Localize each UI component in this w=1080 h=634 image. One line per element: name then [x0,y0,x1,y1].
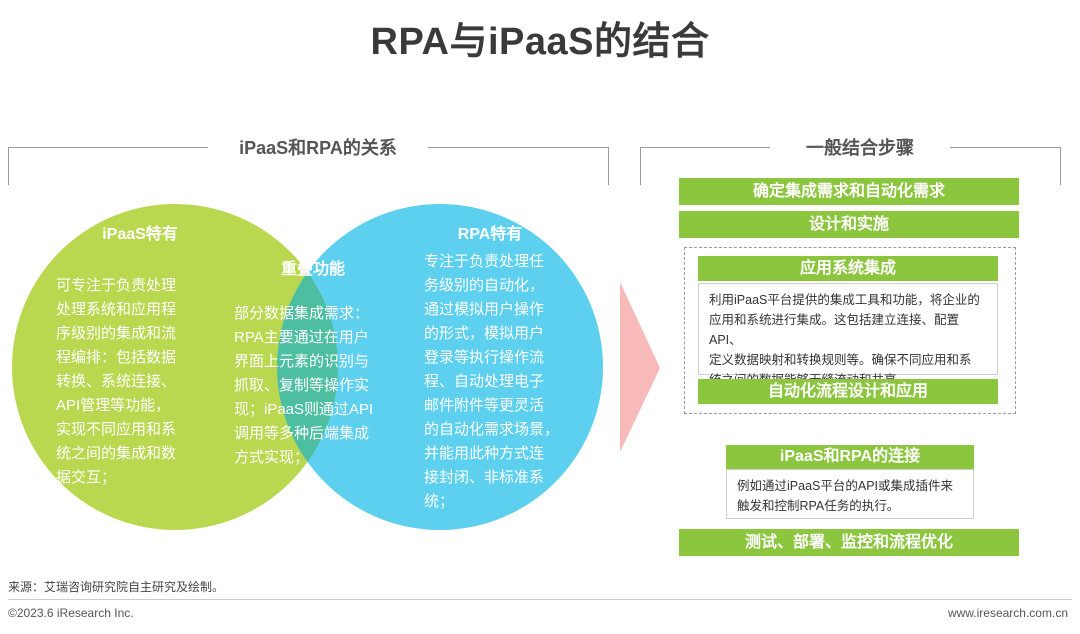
step-requirements: 确定集成需求和自动化需求 [679,178,1019,205]
rpa-text-line: 并能用此种方式连 [424,445,545,462]
rpa-heading: RPA特有 [457,226,523,243]
ipaas-text-line: API管理等功能， [56,397,171,414]
rpa-text-line: 接封闭、非标准系 [424,469,545,486]
rpa-text-line: 登录等执行操作流 [424,349,545,366]
overlap-heading: 重叠功能 [280,261,345,278]
left-section-heading: iPaaS和RPA的关系 [208,134,428,160]
app-integration-text-line: 利用iPaaS平台提供的集成工具和功能，将企业的 [709,293,980,307]
substep-app-integration: 应用系统集成 [698,256,998,281]
connection-text-line: 例如通过iPaaS平台的API或集成插件来 [737,479,954,493]
ipaas-text-line: 统之间的集成和数 [56,445,177,462]
rpa-text-line: 通过模拟用户操作 [424,301,545,318]
overlap-text-line: 部分数据集成需求： [234,305,370,322]
app-integration-text-line: 定义数据映射和转换规则等。确保不同应用和系 [709,353,972,367]
footer-divider [8,599,1072,600]
rpa-circle [277,204,603,530]
step-design: 设计和实施 [679,211,1019,238]
right-bracket-right [1060,147,1061,185]
connection-description: 例如通过iPaaS平台的API或集成插件来触发和控制RPA任务的执行。 [726,469,974,519]
ipaas-heading: iPaaS特有 [102,226,178,243]
source-note: 来源：艾瑞咨询研究院自主研究及绘制。 [8,580,225,594]
ipaas-text-line: 程编排：包括数据 [56,349,177,366]
rpa-text-line: 邮件附件等更灵活 [424,397,545,414]
ipaas-description: 可专注于负责处理处理系统和应用程序级别的集成和流程编排：包括数据转换、系统连接、… [56,274,206,490]
right-bracket-left [640,147,641,185]
left-bracket-right [608,147,609,185]
ipaas-text-line: 可专注于负责处理 [56,277,177,294]
left-bracket-left [8,147,9,185]
overlap-text-line: RPA主要通过在用户 [234,329,369,346]
overlap-text-line: 方式实现； [234,449,310,466]
ipaas-circle [12,204,338,530]
app-integration-description: 利用iPaaS平台提供的集成工具和功能，将企业的应用和系统进行集成。这包括建立连… [698,283,998,387]
right-section-heading: 一般结合步骤 [770,134,950,160]
page-title: RPA与iPaaS的结合 [370,21,710,63]
ipaas-text-line: 实现不同应用和系 [56,421,177,438]
rpa-description: 专注于负责处理任务级别的自动化， 通过模拟用户操作的形式，模拟用户登录等执行操作流… [424,250,574,514]
overlap-text-line: 调用等多种后端集成 [234,425,370,442]
copyright: ©2023.6 iResearch Inc. [8,606,134,620]
substep-automation-design: 自动化流程设计和应用 [698,379,998,404]
ipaas-text-line: 据交互； [56,469,117,486]
step-test-deploy: 测试、部署、监控和流程优化 [679,529,1019,556]
ipaas-text-line: 转换、系统连接、 [56,373,177,390]
arrow-right-icon [620,282,660,452]
connection-text-line: 触发和控制RPA任务的执行。 [737,499,900,513]
overlap-description: 部分数据集成需求： RPA主要通过在用户界面上元素的识别与抓取、复制等操作实现；i… [234,302,414,470]
overlap-text-line: 抓取、复制等操作实 [234,377,370,394]
overlap-text-line: 界面上元素的识别与 [234,353,370,370]
rpa-text-line: 程、自动处理电子 [424,373,545,390]
ipaas-text-line: 处理系统和应用程 [56,301,177,318]
rpa-text-line: 的自动化需求场景， [424,421,560,438]
app-integration-text-line: 应用和系统进行集成。这包括建立连接、配置API、 [709,313,960,347]
overlap-text-line: 现；iPaaS则通过API [234,401,374,418]
rpa-text-line: 专注于负责处理任 [424,253,545,270]
rpa-text-line: 统； [424,493,455,510]
rpa-text-line: 务级别的自动化， [424,277,545,294]
step-connection: iPaaS和RPA的连接 [726,445,974,469]
ipaas-text-line: 序级别的集成和流 [56,325,177,342]
rpa-text-line: 的形式，模拟用户 [424,325,545,342]
website-link[interactable]: www.iresearch.com.cn [947,606,1068,620]
